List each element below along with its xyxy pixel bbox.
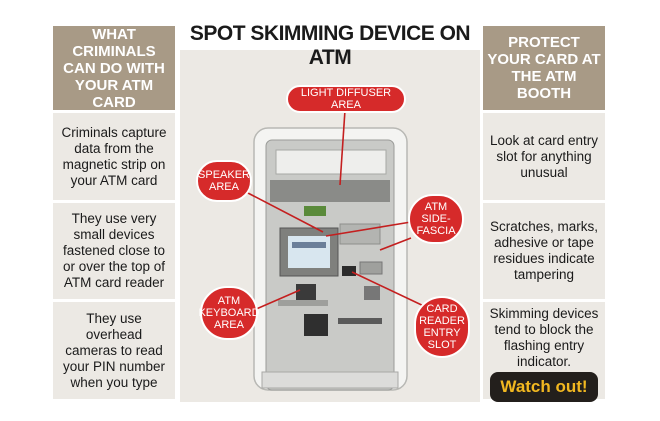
leader-side-fascia-1 — [325, 221, 412, 237]
atm-light-diffuser — [275, 149, 387, 175]
atm-cash-dispenser — [304, 314, 328, 336]
leader-card-reader — [351, 271, 429, 309]
leader-speaker — [245, 191, 324, 233]
left-item-3: They use overhead cameras to read your P… — [53, 302, 175, 399]
left-column-heading: WHAT CRIMINALS CAN DO WITH YOUR ATM CARD — [53, 26, 175, 111]
left-column: WHAT CRIMINALS CAN DO WITH YOUR ATM CARD… — [53, 26, 175, 399]
atm-upper-band — [270, 180, 390, 202]
label-card-reader: CARD READER ENTRY SLOT — [414, 296, 470, 358]
atm-side-panel-1 — [339, 223, 381, 245]
leader-side-fascia-2 — [379, 237, 412, 251]
atm-side-panel-2 — [359, 261, 383, 275]
leader-light-diffuser — [339, 109, 346, 186]
atm-base — [261, 371, 399, 389]
right-item-1: Look at card entry slot for anything unu… — [483, 113, 605, 200]
label-side-fascia: ATM SIDE- FASCIA — [408, 194, 464, 244]
atm-keypad — [296, 284, 316, 300]
right-column: PROTECT YOUR CARD AT THE ATM BOOTH Look … — [483, 26, 605, 399]
atm-card-slot — [342, 266, 356, 276]
label-keyboard: ATM KEYBOARD AREA — [198, 286, 260, 340]
right-column-heading: PROTECT YOUR CARD AT THE ATM BOOTH — [483, 26, 605, 110]
label-light-diffuser: LIGHT DIFFUSER AREA — [286, 85, 406, 113]
atm-indicator — [304, 206, 326, 216]
atm-receipt-slot — [338, 318, 382, 324]
label-speaker: SPEAKER AREA — [196, 160, 252, 202]
right-item-2: Scratches, marks, adhesive or tape resid… — [483, 203, 605, 299]
leader-lines — [245, 109, 429, 314]
atm-keypad-shelf — [278, 300, 328, 306]
atm-screen — [288, 236, 330, 268]
left-item-2: They use very small devices fastened clo… — [53, 203, 175, 299]
watch-out-badge: Watch out! — [490, 372, 598, 402]
atm-deposit-slot — [364, 286, 380, 300]
atm-screen-bar — [292, 242, 326, 248]
left-item-1: Criminals capture data from the magnetic… — [53, 113, 175, 200]
page-title: SPOT SKIMMING DEVICE ON ATM — [189, 22, 471, 69]
